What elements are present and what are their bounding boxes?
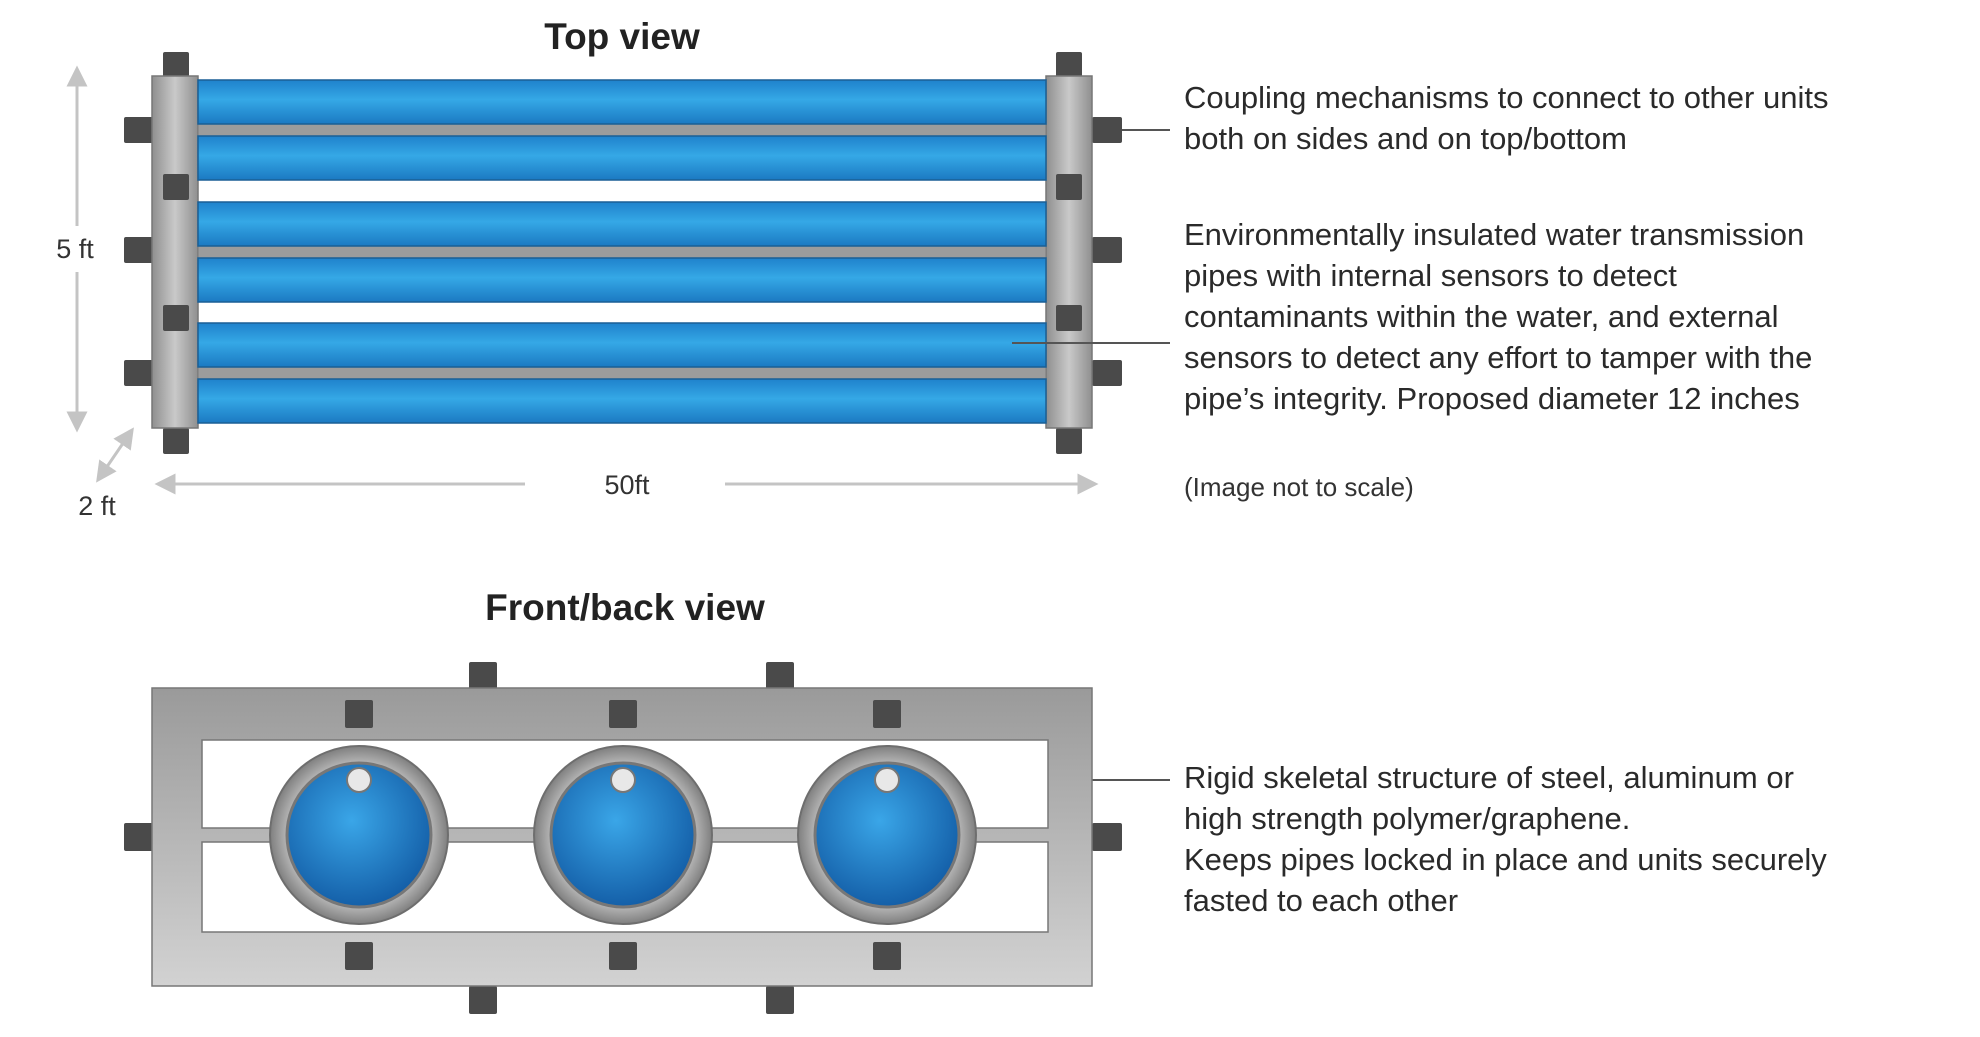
annotation-line: pipe’s integrity. Proposed diameter 12 i… — [1184, 381, 1800, 416]
length-label: 50ft — [604, 470, 650, 500]
pipe-end — [797, 745, 977, 925]
front-outer-couplers — [124, 662, 1122, 1014]
pipe — [197, 135, 1047, 181]
dimension-depth: 2 ft — [78, 427, 134, 521]
left-frame — [151, 75, 199, 429]
front-inner-couplers — [345, 700, 901, 970]
front-view-title: Front/back view — [485, 587, 765, 628]
pipe — [197, 79, 1047, 125]
depth-label: 2 ft — [78, 491, 116, 521]
dimension-height: 5 ft — [56, 65, 94, 433]
pipe — [197, 257, 1047, 303]
annotation-line: high strength polymer/graphene. — [1184, 801, 1631, 836]
top-view-unit — [124, 52, 1122, 454]
front-view-unit — [124, 662, 1122, 1014]
pipe-end — [533, 745, 713, 925]
annotation-line: Rigid skeletal structure of steel, alumi… — [1184, 760, 1794, 795]
cross-bars — [197, 123, 1047, 380]
pipe — [197, 322, 1047, 368]
annotation-line: pipes with internal sensors to detect — [1184, 258, 1677, 293]
pipe-end — [269, 745, 449, 925]
top-view-title: Top view — [544, 16, 700, 57]
annotation-line: contaminants within the water, and exter… — [1184, 299, 1779, 334]
annotation-line: Keeps pipes locked in place and units se… — [1184, 842, 1827, 877]
pipe — [197, 201, 1047, 247]
dimension-length: 50ft — [154, 470, 1099, 500]
top-couplers — [124, 52, 1122, 454]
pipes-annotation: Environmentally insulated water transmis… — [1184, 214, 1944, 419]
annotation-line: Environmentally insulated water transmis… — [1184, 217, 1805, 252]
frame-couplers — [163, 174, 1082, 331]
scale-note: (Image not to scale) — [1184, 472, 1414, 502]
annotation-line: fasted to each other — [1184, 883, 1459, 918]
annotation-line: Coupling mechanisms to connect to other … — [1184, 80, 1829, 115]
height-label: 5 ft — [56, 234, 94, 264]
right-frame — [1045, 75, 1093, 429]
annotation-line: sensors to detect any effort to tamper w… — [1184, 340, 1813, 375]
structure-annotation: Rigid skeletal structure of steel, alumi… — [1184, 757, 1944, 921]
pipe — [197, 378, 1047, 424]
coupling-annotation: Coupling mechanisms to connect to other … — [1184, 77, 1944, 159]
annotation-line: both on sides and on top/bottom — [1184, 121, 1627, 156]
